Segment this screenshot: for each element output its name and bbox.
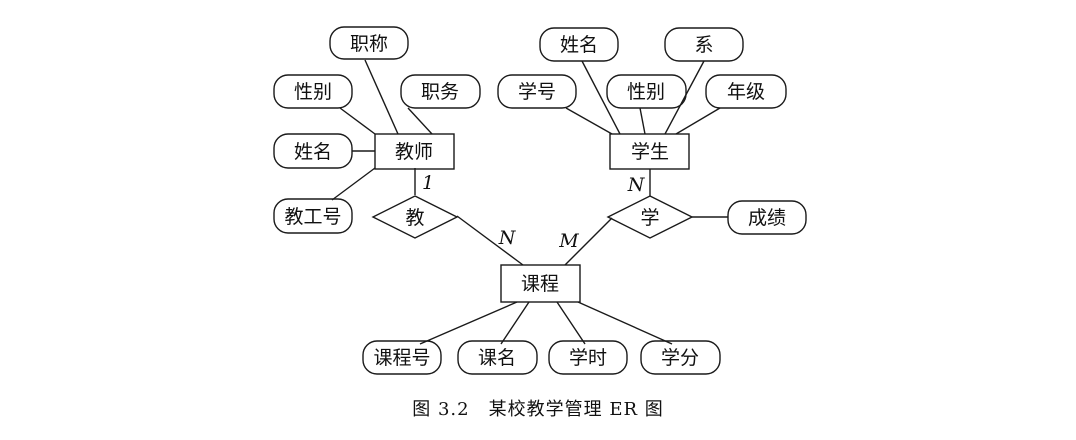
attr-teacher-id-box bbox=[273, 198, 353, 234]
edge-student-grade bbox=[675, 107, 721, 135]
entity-student-label: 学生 bbox=[631, 141, 669, 163]
attr-teacher-title: 职称 bbox=[350, 33, 388, 55]
attr-teacher-gender: 性别 bbox=[294, 81, 332, 103]
entity-student-box bbox=[609, 133, 690, 170]
relationship-teach-label: 教 bbox=[405, 207, 424, 229]
edge-teacher-gender bbox=[339, 107, 376, 135]
entity-course-label: 课程 bbox=[521, 273, 559, 295]
attr-grade-box bbox=[727, 200, 807, 235]
attr-teacher-duty-box bbox=[400, 74, 481, 109]
edge-student-id bbox=[565, 107, 613, 135]
entity-teacher-label: 教师 bbox=[395, 141, 433, 163]
attr-student-name: 姓名 bbox=[560, 34, 598, 56]
edge-course-credit bbox=[577, 301, 673, 345]
edge-course-cid bbox=[419, 301, 518, 345]
attr-student-id: 学号 bbox=[518, 81, 556, 103]
attr-course-id: 课程号 bbox=[373, 347, 430, 369]
relationship-learn-diamond bbox=[606, 195, 694, 239]
edge-course-hours bbox=[556, 301, 586, 345]
attr-teacher-name: 姓名 bbox=[294, 141, 332, 163]
attr-teacher-gender-box bbox=[273, 74, 353, 109]
edge-student-dept bbox=[664, 60, 705, 135]
edge-teacher-duty bbox=[407, 107, 433, 135]
entity-course-box bbox=[500, 264, 581, 303]
attr-course-name-box bbox=[457, 340, 538, 375]
attr-course-credit: 学分 bbox=[661, 347, 699, 369]
edge-teach-course bbox=[456, 215, 524, 266]
attr-course-name: 课名 bbox=[478, 347, 516, 369]
cardinality-student-learn: N bbox=[627, 174, 646, 196]
attr-course-credit-box bbox=[640, 340, 721, 375]
cardinality-learn-course: M bbox=[558, 230, 579, 252]
figure-caption: 图 3.2 某校教学管理 ER 图 bbox=[412, 399, 664, 420]
edge-teacher-id bbox=[331, 167, 376, 201]
cardinality-teach-course: N bbox=[498, 227, 517, 249]
edge-course-cname bbox=[500, 301, 530, 345]
edge-student-gender bbox=[639, 107, 646, 135]
attr-student-dept: 系 bbox=[694, 34, 713, 56]
relationship-learn-label: 学 bbox=[640, 207, 659, 229]
attr-student-gender: 性别 bbox=[627, 81, 665, 103]
edge-teacher-title bbox=[364, 59, 399, 135]
attr-teacher-title-box bbox=[329, 26, 409, 60]
edge-learn-course bbox=[564, 217, 613, 266]
attr-student-grade: 年级 bbox=[727, 81, 765, 103]
cardinality-teacher-teach: 1 bbox=[422, 172, 434, 194]
attr-teacher-duty: 职务 bbox=[421, 81, 459, 103]
attr-course-hours: 学时 bbox=[569, 347, 607, 369]
entity-teacher-box bbox=[374, 133, 455, 170]
attr-course-hours-box bbox=[548, 340, 628, 375]
attr-student-grade-box bbox=[705, 74, 787, 109]
attr-teacher-name-box bbox=[273, 133, 353, 169]
edge-student-name bbox=[581, 60, 621, 135]
attr-student-gender-box bbox=[606, 74, 687, 109]
attr-grade: 成绩 bbox=[748, 207, 786, 229]
relationship-teach-diamond bbox=[371, 195, 459, 239]
attr-teacher-id: 教工号 bbox=[284, 206, 341, 228]
attr-student-dept-box bbox=[664, 27, 744, 62]
attr-student-id-box bbox=[497, 74, 577, 109]
attr-student-name-box bbox=[539, 27, 619, 62]
attr-course-id-box bbox=[362, 340, 442, 375]
